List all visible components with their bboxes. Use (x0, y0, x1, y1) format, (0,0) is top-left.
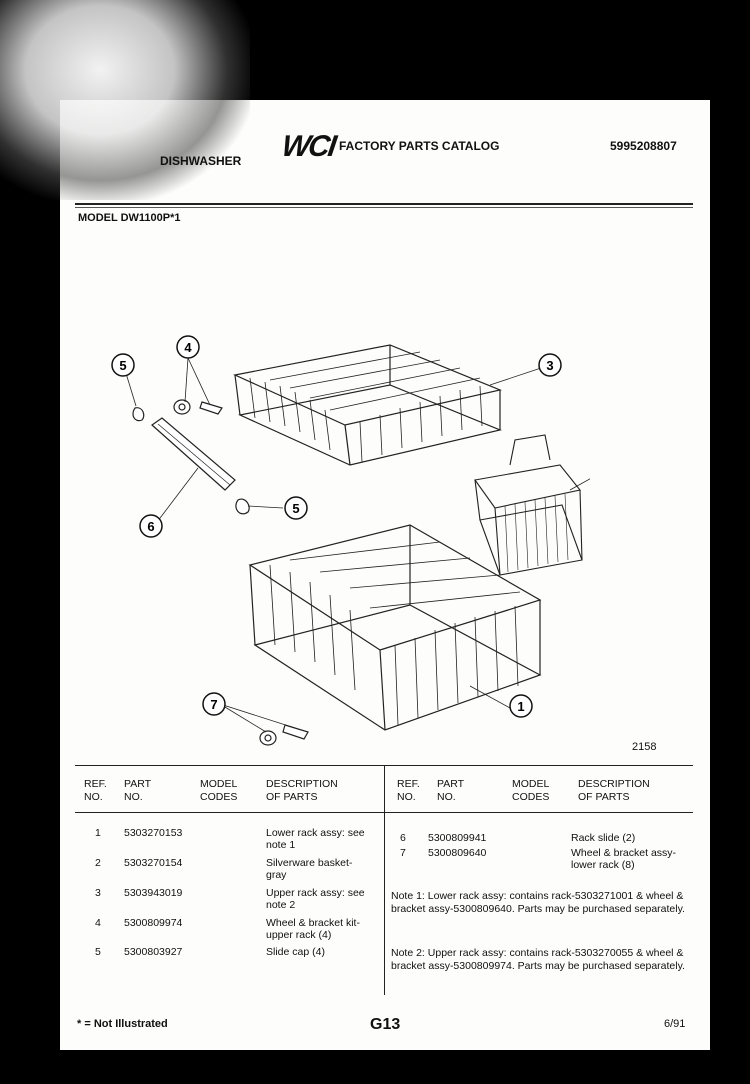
ref-no: 2 (95, 857, 101, 869)
silverware-basket-drawing (474, 434, 583, 576)
part-description: Wheel & bracket assy- lower rack (8) (571, 847, 677, 871)
col-header-part: PART NO. (124, 778, 152, 803)
part-no: 5303270153 (124, 827, 183, 839)
col-header-ref: REF. NO. (84, 778, 107, 803)
header-rule (75, 203, 693, 205)
slide-cap-drawing (132, 407, 250, 515)
svg-text:5: 5 (292, 501, 299, 516)
upper-wheel-bracket-drawing (173, 399, 223, 415)
part-description: Lower rack assy: see note 1 (266, 827, 365, 851)
catalog-number: 5995208807 (610, 139, 677, 153)
svg-text:3: 3 (546, 358, 553, 373)
col-header-desc-right: DESCRIPTION OF PARTS (578, 778, 650, 803)
leader-lines (124, 357, 590, 733)
lower-wheel-bracket-drawing (259, 724, 309, 746)
part-no: 5300803927 (124, 946, 183, 958)
col-header-model: MODEL CODES (200, 778, 238, 803)
part-no: 5300809640 (428, 847, 487, 859)
page-number: G13 (370, 1016, 401, 1033)
product-type: DISHWASHER (160, 154, 242, 168)
svg-text:7: 7 (210, 697, 217, 712)
header-rule-thin (75, 207, 693, 208)
callout-5-bottom: 5 (284, 496, 308, 520)
ref-no: 1 (95, 827, 101, 839)
lower-rack-drawing (248, 524, 542, 731)
catalog-title: FACTORY PARTS CATALOG (339, 139, 500, 153)
svg-text:6: 6 (147, 519, 154, 534)
wci-logo: WCI (279, 130, 337, 163)
part-description: Slide cap (4) (266, 946, 325, 958)
callout-7: 7 (202, 692, 226, 716)
note-2: Note 2: Upper rack assy: contains rack-5… (391, 947, 685, 972)
part-no: 5300809941 (428, 832, 487, 844)
ref-no: 4 (95, 917, 101, 929)
svg-text:4: 4 (184, 340, 192, 355)
callout-1: 1 (509, 694, 533, 718)
part-no: 5300809974 (124, 917, 183, 929)
part-description: Wheel & bracket kit- upper rack (4) (266, 917, 360, 941)
upper-rack-drawing (233, 344, 502, 466)
callout-6: 6 (139, 514, 163, 538)
part-description: Rack slide (2) (571, 832, 636, 844)
ref-no: 3 (95, 887, 101, 899)
catalog-page (60, 100, 710, 1050)
callout-4: 4 (176, 335, 200, 359)
table-divider (384, 765, 385, 995)
part-description: Silverware basket- gray (266, 857, 353, 881)
callout-5-top: 5 (111, 353, 135, 377)
ref-no: 7 (400, 847, 406, 859)
ref-no: 6 (400, 832, 406, 844)
rack-slide-drawing (151, 417, 236, 491)
svg-text:5: 5 (119, 358, 126, 373)
revision-date: 6/91 (664, 1018, 686, 1030)
exploded-parts-diagram: 3 2 4 5 5 6 1 7 (111, 335, 590, 746)
callout-3: 3 (538, 353, 562, 377)
col-header-model-right: MODEL CODES (512, 778, 550, 803)
part-no: 5303270154 (124, 857, 183, 869)
note-1: Note 1: Lower rack assy: contains rack-5… (391, 890, 685, 915)
col-header-ref-right: REF. NO. (397, 778, 420, 803)
not-illustrated-legend: * = Not Illustrated (77, 1018, 168, 1030)
col-header-part-right: PART NO. (437, 778, 465, 803)
svg-text:1: 1 (517, 699, 524, 714)
part-no: 5303943019 (124, 887, 183, 899)
part-description: Upper rack assy: see note 2 (266, 887, 365, 911)
model-number: MODEL DW1100P*1 (78, 212, 181, 224)
col-header-desc: DESCRIPTION OF PARTS (266, 778, 338, 803)
ref-no: 5 (95, 946, 101, 958)
figure-number: 2158 (632, 741, 657, 753)
